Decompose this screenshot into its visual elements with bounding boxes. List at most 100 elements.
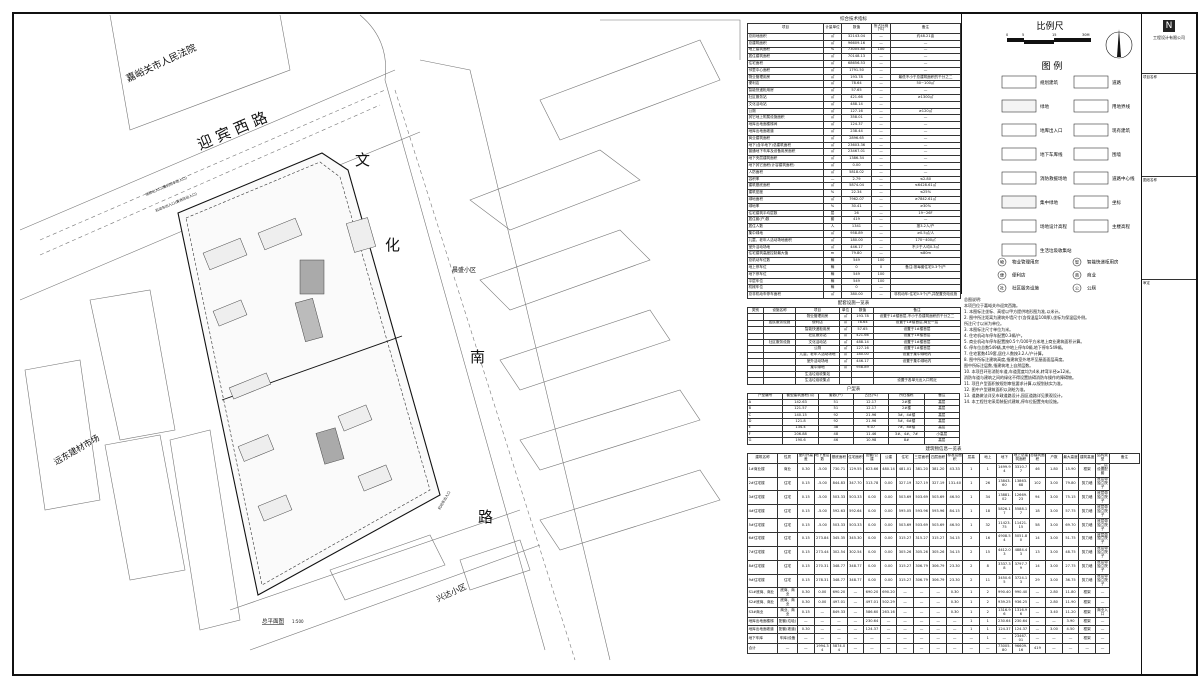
table-cell: 100 <box>871 46 891 55</box>
table-cell: 框架 <box>1078 607 1096 619</box>
table-cell: 939.25 <box>995 597 1014 609</box>
table-cell: 69.70 <box>1061 518 1080 533</box>
table-cell: 23.30 <box>945 573 964 589</box>
table-row: 建筑密度%22.34—≤25% <box>747 189 961 198</box>
table-cell: — <box>846 617 865 627</box>
table-cell: 14 <box>1028 559 1047 575</box>
table-cell: 8#住宅楼 <box>747 559 778 575</box>
table-cell: ㎡ <box>823 168 842 177</box>
table-cell: — <box>871 73 891 82</box>
legend-swatch <box>1073 171 1109 185</box>
table-cell: 底层带独立院子 <box>1095 504 1110 520</box>
table-cell: — <box>890 60 961 68</box>
table-cell: — <box>823 175 842 184</box>
table-cell: 2 <box>979 607 997 619</box>
table-cell: 配套(垃圾) <box>777 617 798 627</box>
table-cell: 2.80 <box>1045 587 1063 599</box>
table-cell: 高层 <box>923 418 961 426</box>
table-cell: — <box>879 625 898 635</box>
table-cell: 0.00 <box>879 490 898 506</box>
table-cell: 设置于集中绿地内 <box>873 351 961 360</box>
table-cell: 32 <box>979 518 997 533</box>
header-cell: 三层面积 <box>912 452 931 464</box>
header-cell: 住宅面积 <box>846 452 865 464</box>
table-cell: 11.20 <box>1061 607 1080 619</box>
community-label-1: 晨盛小区 <box>452 266 476 274</box>
table-cell: — <box>945 625 964 635</box>
table-cell: 框架 <box>1078 617 1096 627</box>
table-cell: 绿地面积 <box>747 196 824 204</box>
table-cell: 190.6 <box>782 437 819 445</box>
table-cell: 便利店 <box>747 80 824 89</box>
table-cell: 263.16 <box>879 607 898 619</box>
header-row: 建筑名称性质室内外高差地下室层数基底面积住宅面积配套/公建公建住宅三层面积四层面… <box>747 452 1140 464</box>
table-cell: 底层带独立院子 <box>1095 490 1110 506</box>
table-cell: 设置于1#楼首层,商业一层 <box>873 319 961 328</box>
header-cell: 最大高度 <box>1061 452 1080 464</box>
table-cell: ㎡ <box>823 87 842 96</box>
table-cell: — <box>912 633 931 645</box>
table-cell: 0.00 <box>879 504 898 520</box>
header-cell: 备注 <box>1109 452 1140 464</box>
table-cell: 327.19 <box>912 476 931 492</box>
community-label-2: 兴达小区 <box>435 581 468 604</box>
road-lines <box>19 14 741 661</box>
table-cell: — <box>912 607 931 619</box>
table-cell: 0.30 <box>797 587 815 599</box>
table-cell: 生活垃圾收集点 <box>795 377 840 385</box>
header-cell: 备注 <box>923 392 961 401</box>
header-cell: 总建筑面积 <box>1028 452 1047 464</box>
table-cell: 底层带独立院子 <box>1095 545 1110 561</box>
table-cell: 不少于人均0.3㎡ <box>890 243 961 252</box>
table-cell: 278.31 <box>813 573 832 589</box>
table-cell: 机械车位 <box>747 284 824 293</box>
table-cell: 5588.17 <box>1012 504 1030 520</box>
table-cell: 1#商业楼 <box>747 462 778 478</box>
table-cell: S3#商业 <box>747 607 778 619</box>
table-cell: — <box>890 46 961 55</box>
table-cell: ≥30% <box>890 202 961 211</box>
table-cell: 地下(含半地下)总建筑面积 <box>747 141 824 150</box>
table-cell: 421.66 <box>841 94 872 102</box>
header-cell: 性质 <box>777 452 798 464</box>
table-cell: 高层 <box>923 424 961 433</box>
table-cell: 2896.65 <box>841 134 872 143</box>
table-cell: ㎡ <box>823 94 842 102</box>
court-label: 嘉峪关市人民法院 <box>124 42 198 85</box>
header-cell: 基底面积 <box>830 452 848 464</box>
table-cell: 48.75 <box>1061 545 1080 561</box>
legend-item-label: 绿地 <box>1040 103 1049 110</box>
table-cell: 75.15 <box>1061 490 1080 506</box>
table-cell: 347.70 <box>846 476 865 492</box>
table-cell: 0.00 <box>879 518 898 533</box>
table-cell: — <box>890 121 961 130</box>
table-cell: 26 <box>979 476 997 492</box>
site <box>177 152 441 596</box>
table-cell: 辆 <box>823 284 842 293</box>
table-cell: 居住套(户)数 <box>747 216 824 225</box>
table-cell: 315.27 <box>896 532 914 547</box>
table-cell: 29 <box>1028 573 1047 589</box>
table-row: 生活垃圾收集点设置于各单元出入口附近 <box>747 377 961 385</box>
header-cell: 建筑名称 <box>747 452 778 464</box>
table-cell: 0.00 <box>841 162 872 170</box>
table-cell: 13843.60 <box>995 476 1014 492</box>
table-cell: — <box>813 625 832 635</box>
table-cell: 3450.65 <box>995 573 1014 589</box>
header-row: 类别设施名称项目单位数值备注 <box>747 306 961 315</box>
table-cell: 绿地率 <box>747 202 824 211</box>
table-cell: — <box>1095 617 1110 627</box>
table-cell: — <box>929 633 947 645</box>
table-cell: 地下车库 <box>747 633 778 645</box>
table-cell: 0.15 <box>797 476 815 492</box>
